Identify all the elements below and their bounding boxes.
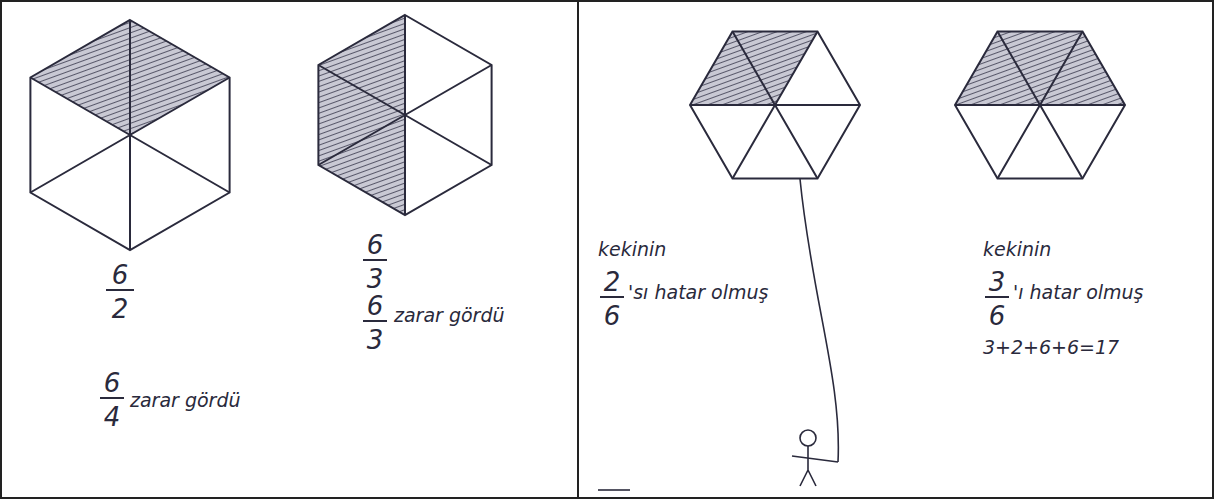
fraction-digit: 3 [367, 327, 384, 353]
fraction-digit: 3 [989, 269, 1006, 295]
hexagon-outline [318, 15, 491, 215]
fraction-digit: 4 [104, 404, 121, 430]
fraction-bars [100, 260, 1009, 398]
fraction-digit: 2 [604, 269, 621, 295]
fraction-bar [363, 320, 387, 322]
hexagon-figure [690, 31, 860, 178]
fraction-digit: 6 [367, 232, 384, 258]
hexagon-figure [318, 15, 491, 215]
handwritten-note: zarar gördü [394, 306, 505, 325]
shaded-part [318, 15, 405, 215]
panel-divider [577, 1, 579, 498]
fraction-bar [985, 296, 1009, 298]
fraction-bar [106, 289, 134, 291]
fraction-digit: 3 [367, 266, 384, 292]
handwritten-note: 3+2+6+6=17 [983, 338, 1119, 357]
fraction-digit: 6 [112, 262, 129, 288]
hexagon-outline [955, 31, 1125, 178]
handwritten-note: 'sı hatar olmuş [628, 283, 768, 302]
fraction-digit: 6 [104, 370, 121, 396]
fraction-bar [100, 397, 124, 399]
hexagon-spokes [30, 20, 229, 250]
child-body [792, 446, 838, 486]
handwritten-note: kekinin [598, 240, 666, 259]
pen-mark [598, 489, 630, 491]
handwritten-note: zarar gördü [130, 391, 241, 410]
fraction-digit: 6 [367, 293, 384, 319]
fraction-bar [363, 259, 387, 261]
kite-string [800, 179, 838, 462]
hexagon-outline [30, 20, 229, 250]
fraction-digit: 6 [604, 303, 621, 329]
handwritten-note: 'ı hatar olmuş [1013, 283, 1144, 302]
fraction-digit: 6 [989, 303, 1006, 329]
shaded-part [955, 31, 1125, 105]
fraction-digit: 2 [112, 296, 129, 322]
hexagon-outline [690, 31, 860, 178]
handwritten-note: kekinin [983, 240, 1051, 259]
hexagon-figure [30, 20, 229, 250]
hexagon-spokes [690, 31, 860, 178]
hexagon-figure [955, 31, 1125, 178]
hexagon-spokes [955, 31, 1125, 178]
child-head [800, 430, 816, 446]
hexagon-spokes [318, 15, 491, 215]
kite-child [598, 179, 838, 490]
fraction-bar [600, 296, 624, 298]
